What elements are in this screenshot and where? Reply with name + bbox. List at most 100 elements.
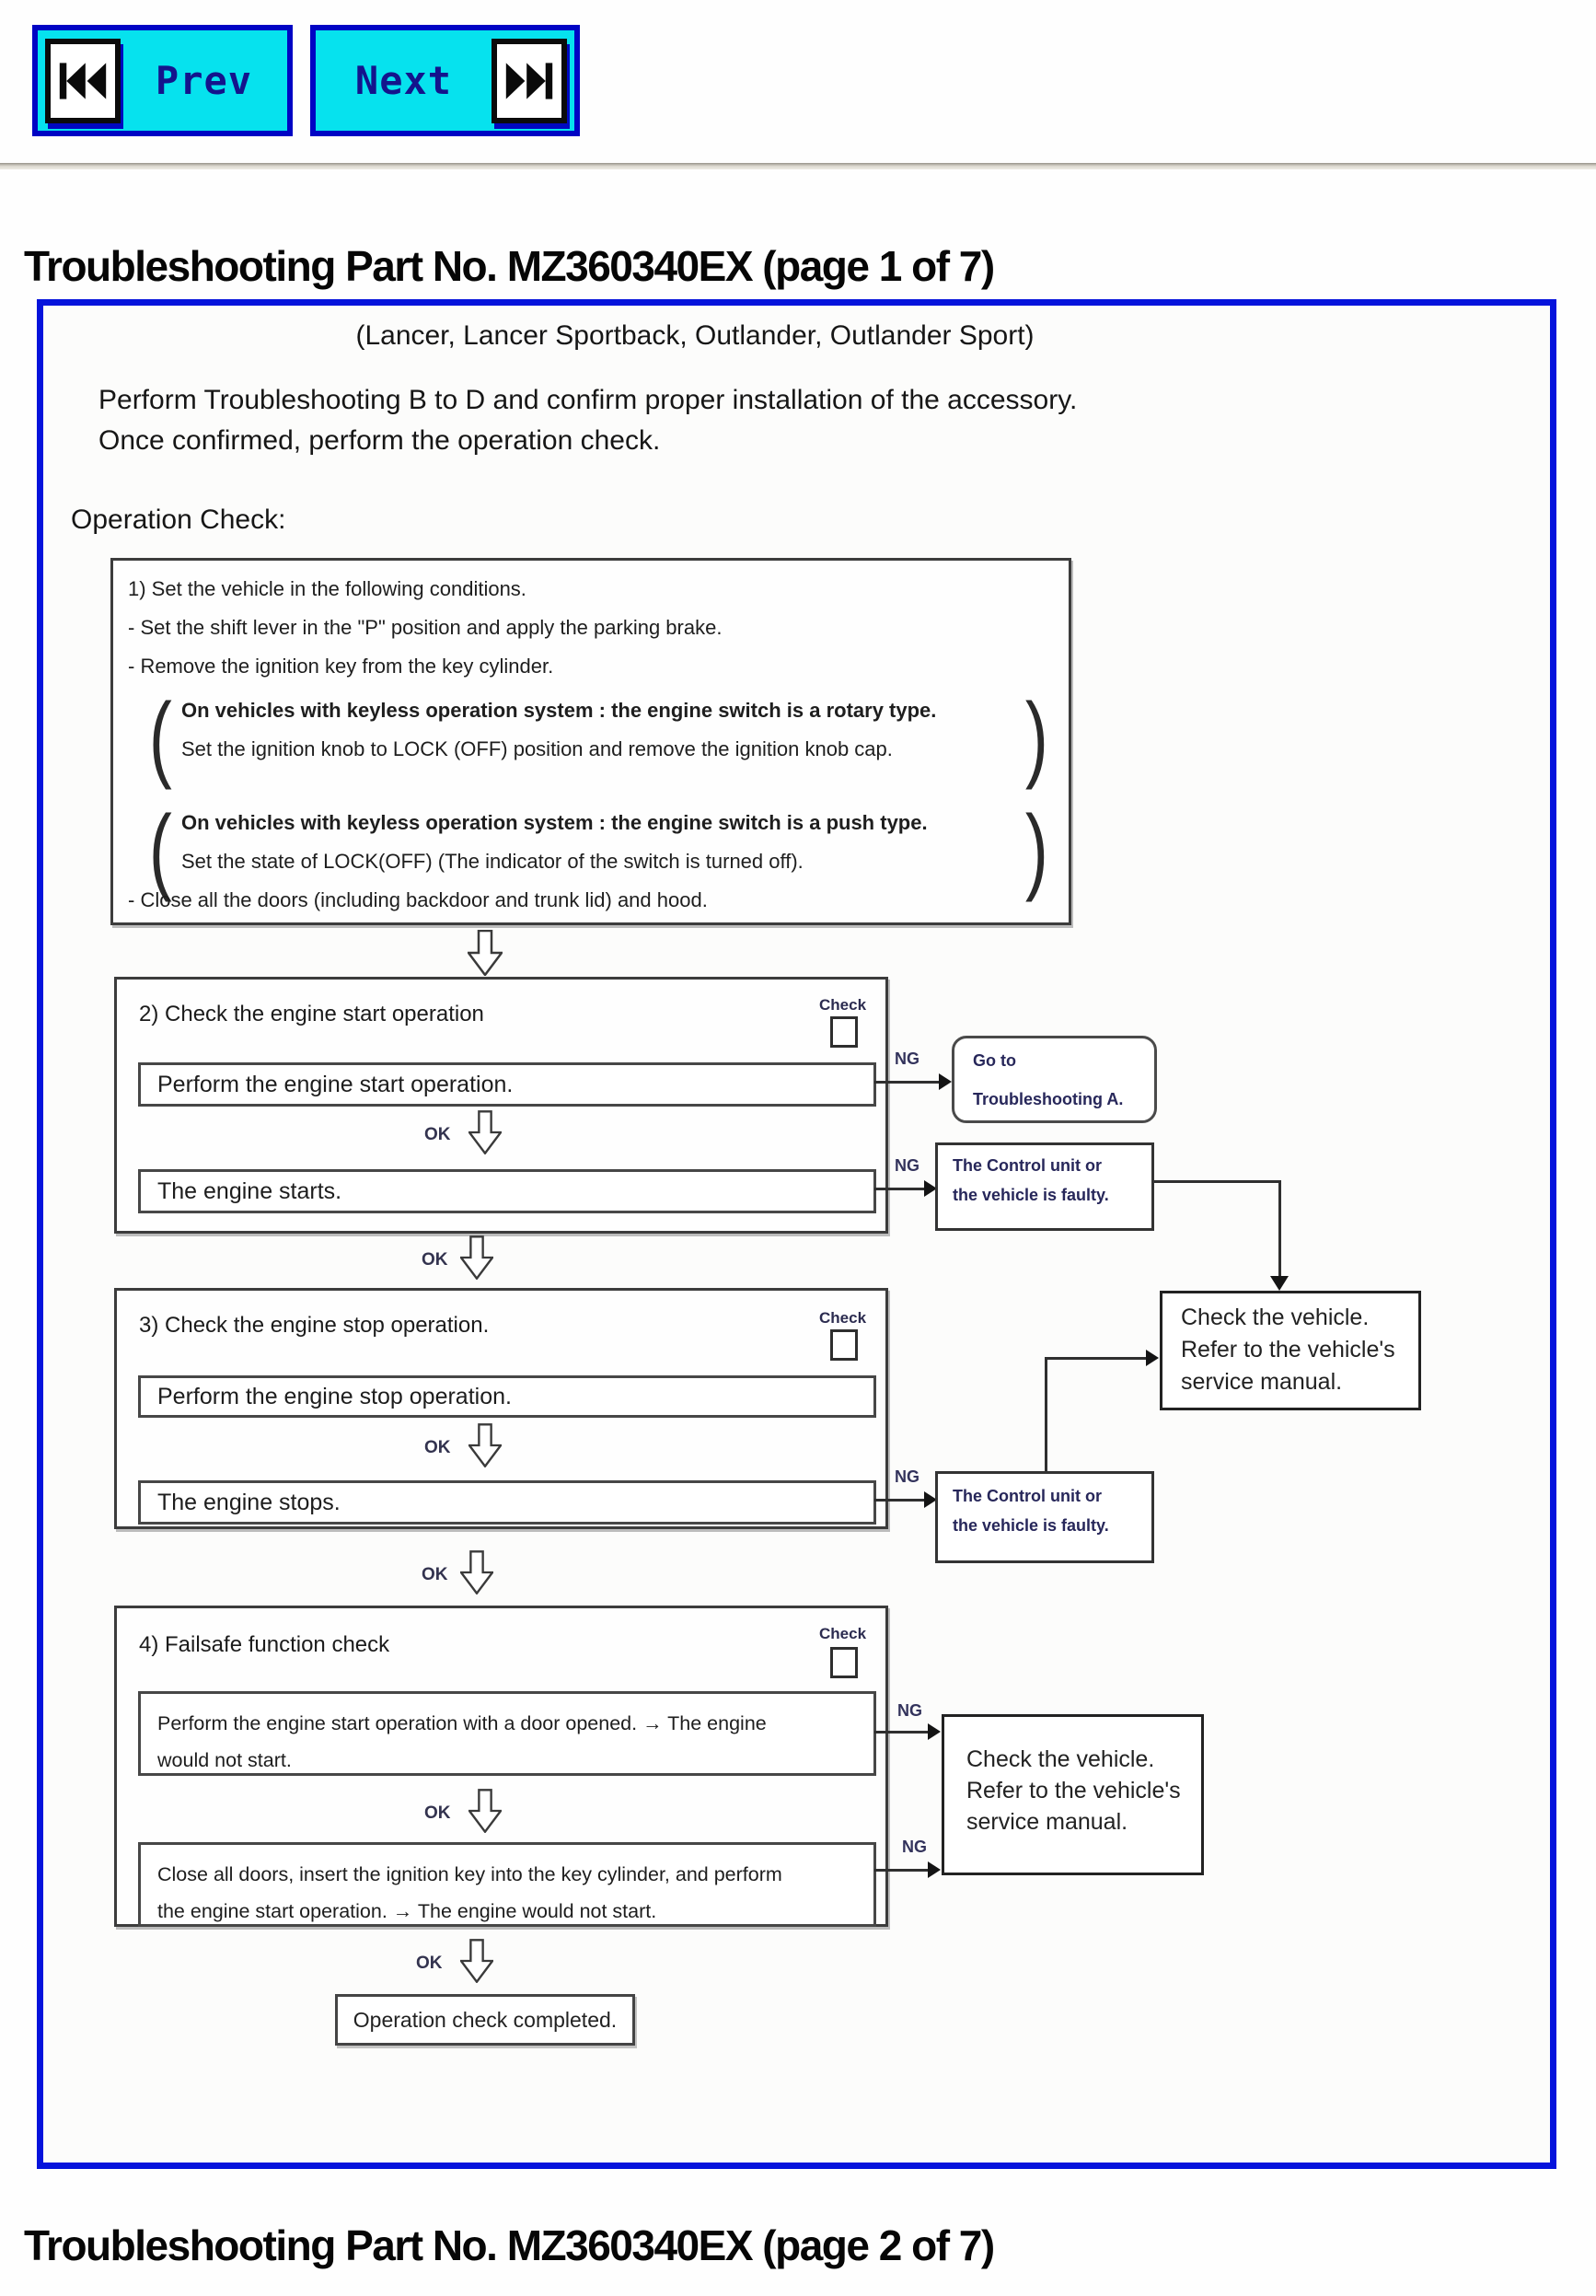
control-faulty-box-2: The Control unit or the vehicle is fault…: [935, 1471, 1154, 1563]
step4-action1-box: Perform the engine start operation with …: [138, 1691, 876, 1776]
step3-result-text: The engine stops.: [157, 1489, 341, 1515]
arrowhead-right-icon: [928, 1723, 941, 1740]
goto-troubleshooting-box: Go to Troubleshooting A.: [952, 1036, 1157, 1123]
faulty-line-1: The Control unit or: [953, 1156, 1102, 1175]
step1-box: 1) Set the vehicle in the following cond…: [110, 558, 1071, 925]
vehicle-line-2: Refer to the vehicle's: [966, 1778, 1181, 1803]
ng-label: NG: [895, 1049, 919, 1068]
vehicle-line-2: Refer to the vehicle's: [1181, 1337, 1395, 1363]
vehicle-line-3: service manual.: [966, 1809, 1128, 1835]
flow-arrow-down-icon: [467, 1110, 503, 1159]
page-title-1: Troubleshooting Part No. MZ360340EX (pag…: [24, 242, 995, 290]
step3-checkbox[interactable]: [830, 1329, 858, 1361]
step2-check-label: Check: [819, 996, 867, 1014]
top-divider: [0, 163, 1596, 169]
step2-action-box: Perform the engine start operation.: [138, 1062, 876, 1107]
step4-action2-line-2: the engine start operation. → The engine…: [157, 1900, 657, 1922]
ok-label: OK: [424, 1803, 451, 1823]
connector-line: [1045, 1359, 1047, 1471]
ok-label: OK: [424, 1125, 451, 1144]
arrowhead-right-icon: [1146, 1350, 1159, 1366]
faulty-line-2: the vehicle is faulty.: [953, 1186, 1109, 1204]
flow-arrow-down-icon: [467, 1789, 503, 1838]
step1-line-2: - Set the shift lever in the "P" positio…: [128, 616, 723, 639]
connector-line: [874, 1499, 928, 1502]
step2-result-text: The engine starts.: [157, 1177, 342, 1204]
step4-checkbox[interactable]: [830, 1647, 858, 1678]
ok-label: OK: [416, 1954, 443, 1973]
double-right-arrow-icon: [492, 38, 567, 123]
step4-action2-box: Close all doors, insert the ignition key…: [138, 1842, 876, 1927]
ng-label: NG: [895, 1156, 919, 1175]
step3-action-text: Perform the engine stop operation.: [157, 1383, 512, 1409]
faulty-line-2: the vehicle is faulty.: [953, 1516, 1109, 1535]
step1-keyless-rotary-line-2: Set the ignition knob to LOCK (OFF) posi…: [181, 737, 893, 760]
completed-text: Operation check completed.: [353, 2007, 618, 2032]
step4-check-label: Check: [819, 1625, 867, 1642]
goto-line-2: Troubleshooting A.: [973, 1090, 1124, 1108]
step2-result-box: The engine starts.: [138, 1169, 876, 1213]
arrowhead-down-icon: [1270, 1276, 1289, 1291]
step3-title: 3) Check the engine stop operation.: [139, 1313, 490, 1338]
connector-line: [1154, 1180, 1281, 1183]
nav-next-button[interactable]: Next: [310, 25, 580, 136]
ok-label: OK: [424, 1438, 451, 1457]
intro-line-1: Perform Troubleshooting B to D and confi…: [98, 385, 1078, 415]
step4-title: 4) Failsafe function check: [139, 1632, 390, 1657]
ng-label: NG: [902, 1838, 927, 1856]
goto-line-1: Go to: [973, 1051, 1016, 1070]
arrowhead-right-icon: [928, 1861, 941, 1878]
connector-line: [874, 1869, 931, 1872]
step4-box: 4) Failsafe function check Check Perform…: [114, 1606, 888, 1927]
check-vehicle-box-1: Check the vehicle. Refer to the vehicle'…: [1160, 1291, 1421, 1410]
step2-action-text: Perform the engine start operation.: [157, 1071, 514, 1097]
step1-keyless-push-line-1: On vehicles with keyless operation syste…: [181, 811, 928, 834]
flow-arrow-down-icon: [458, 1550, 495, 1599]
step1-keyless-rotary-line-1: On vehicles with keyless operation syste…: [181, 699, 937, 722]
step3-result-box: The engine stops.: [138, 1480, 876, 1525]
nav-prev-label: Prev: [155, 58, 253, 103]
step3-action-box: Perform the engine stop operation.: [138, 1375, 876, 1418]
intro-line-2: Once confirmed, perform the operation ch…: [98, 425, 661, 456]
vehicle-line-1: Check the vehicle.: [966, 1746, 1155, 1772]
control-faulty-box-1: The Control unit or the vehicle is fault…: [935, 1142, 1154, 1231]
step4-action2-line-1: Close all doors, insert the ignition key…: [157, 1863, 782, 1885]
step1-line-4: - Close all the doors (including backdoo…: [128, 888, 708, 911]
ok-label: OK: [422, 1250, 448, 1270]
step4-action1-line-1: Perform the engine start operation with …: [157, 1712, 767, 1734]
vehicle-line-3: service manual.: [1181, 1369, 1343, 1395]
check-vehicle-box-2: Check the vehicle. Refer to the vehicle'…: [942, 1714, 1204, 1875]
section-label: Operation Check:: [71, 504, 286, 535]
bracket-right-icon: ): [1024, 684, 1048, 791]
nav-next-label: Next: [354, 58, 453, 103]
step1-keyless-push-line-2: Set the state of LOCK(OFF) (The indicato…: [181, 850, 804, 873]
connector-line: [1045, 1357, 1148, 1360]
step2-title: 2) Check the engine start operation: [139, 1002, 484, 1026]
completed-box: Operation check completed.: [335, 1994, 635, 2046]
ng-label: NG: [895, 1467, 919, 1486]
nav-prev-button[interactable]: Prev: [32, 25, 293, 136]
step4-action1-line-2: would not start.: [157, 1749, 292, 1771]
connector-line: [874, 1081, 943, 1084]
ng-label: NG: [897, 1701, 922, 1720]
bracket-left-icon: (: [148, 684, 172, 791]
flow-arrow-down-icon: [458, 1939, 495, 1988]
connector-line: [874, 1731, 931, 1734]
flow-arrow-down-icon: [467, 1423, 503, 1472]
bracket-right-icon: ): [1024, 796, 1048, 903]
vehicle-line-1: Check the vehicle.: [1181, 1305, 1370, 1330]
step2-checkbox[interactable]: [830, 1016, 858, 1048]
bracket-left-icon: (: [148, 796, 172, 903]
arrowhead-right-icon: [924, 1180, 937, 1197]
faulty-line-1: The Control unit or: [953, 1487, 1102, 1505]
step1-line-3: - Remove the ignition key from the key c…: [128, 655, 554, 678]
page-title-2: Troubleshooting Part No. MZ360340EX (pag…: [24, 2221, 995, 2269]
connector-line: [874, 1188, 928, 1190]
arrowhead-right-icon: [924, 1491, 937, 1508]
step2-box: 2) Check the engine start operation Chec…: [114, 977, 888, 1234]
flow-arrow-down-icon: [458, 1235, 495, 1284]
ok-label: OK: [422, 1565, 448, 1584]
models-subtitle: (Lancer, Lancer Sportback, Outlander, Ou…: [355, 320, 1035, 351]
flow-arrow-down-icon: [466, 929, 504, 980]
